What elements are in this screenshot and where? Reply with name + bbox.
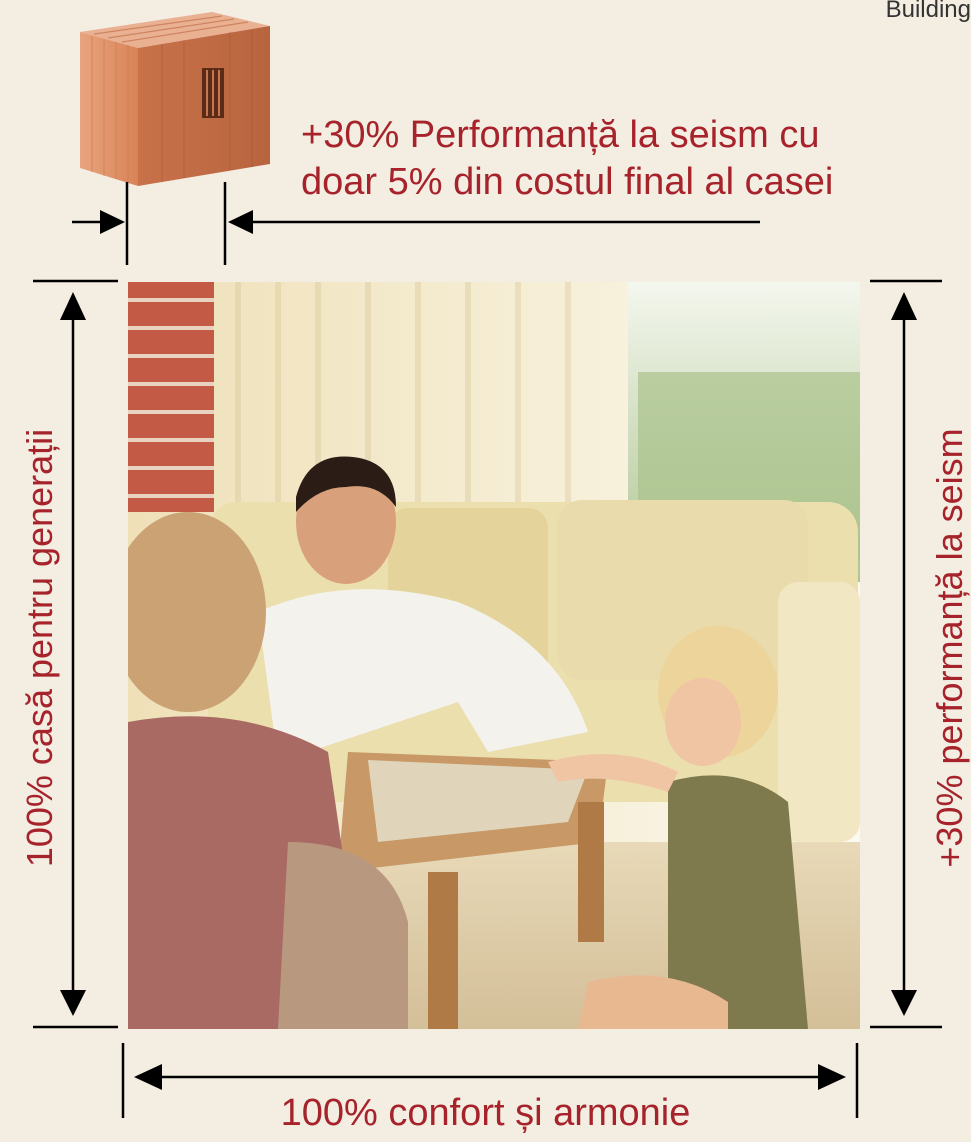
arrow-up-icon xyxy=(60,292,86,320)
arrow-down-icon xyxy=(60,990,86,1016)
arrow-right-icon xyxy=(100,210,125,234)
headline-line-2: doar 5% din costul final al casei xyxy=(301,161,834,203)
right-caption: +30% performanță la seism xyxy=(929,428,970,868)
arrow-left-icon xyxy=(134,1064,162,1090)
brand-label: Building xyxy=(885,0,971,23)
brick-block-icon xyxy=(80,12,270,186)
arrow-right-icon xyxy=(818,1064,846,1090)
headline: +30% Performanță la seism cu doar 5% din… xyxy=(301,112,961,206)
bottom-caption: 100% confort și armonie xyxy=(280,1092,691,1134)
arrow-up-icon xyxy=(891,292,917,320)
arrow-down-icon xyxy=(891,990,917,1016)
arrow-left-icon xyxy=(228,210,253,234)
headline-line-1: +30% Performanță la seism cu xyxy=(301,114,820,156)
family-photo xyxy=(128,282,860,1029)
left-caption: 100% casă pentru generații xyxy=(19,428,60,868)
